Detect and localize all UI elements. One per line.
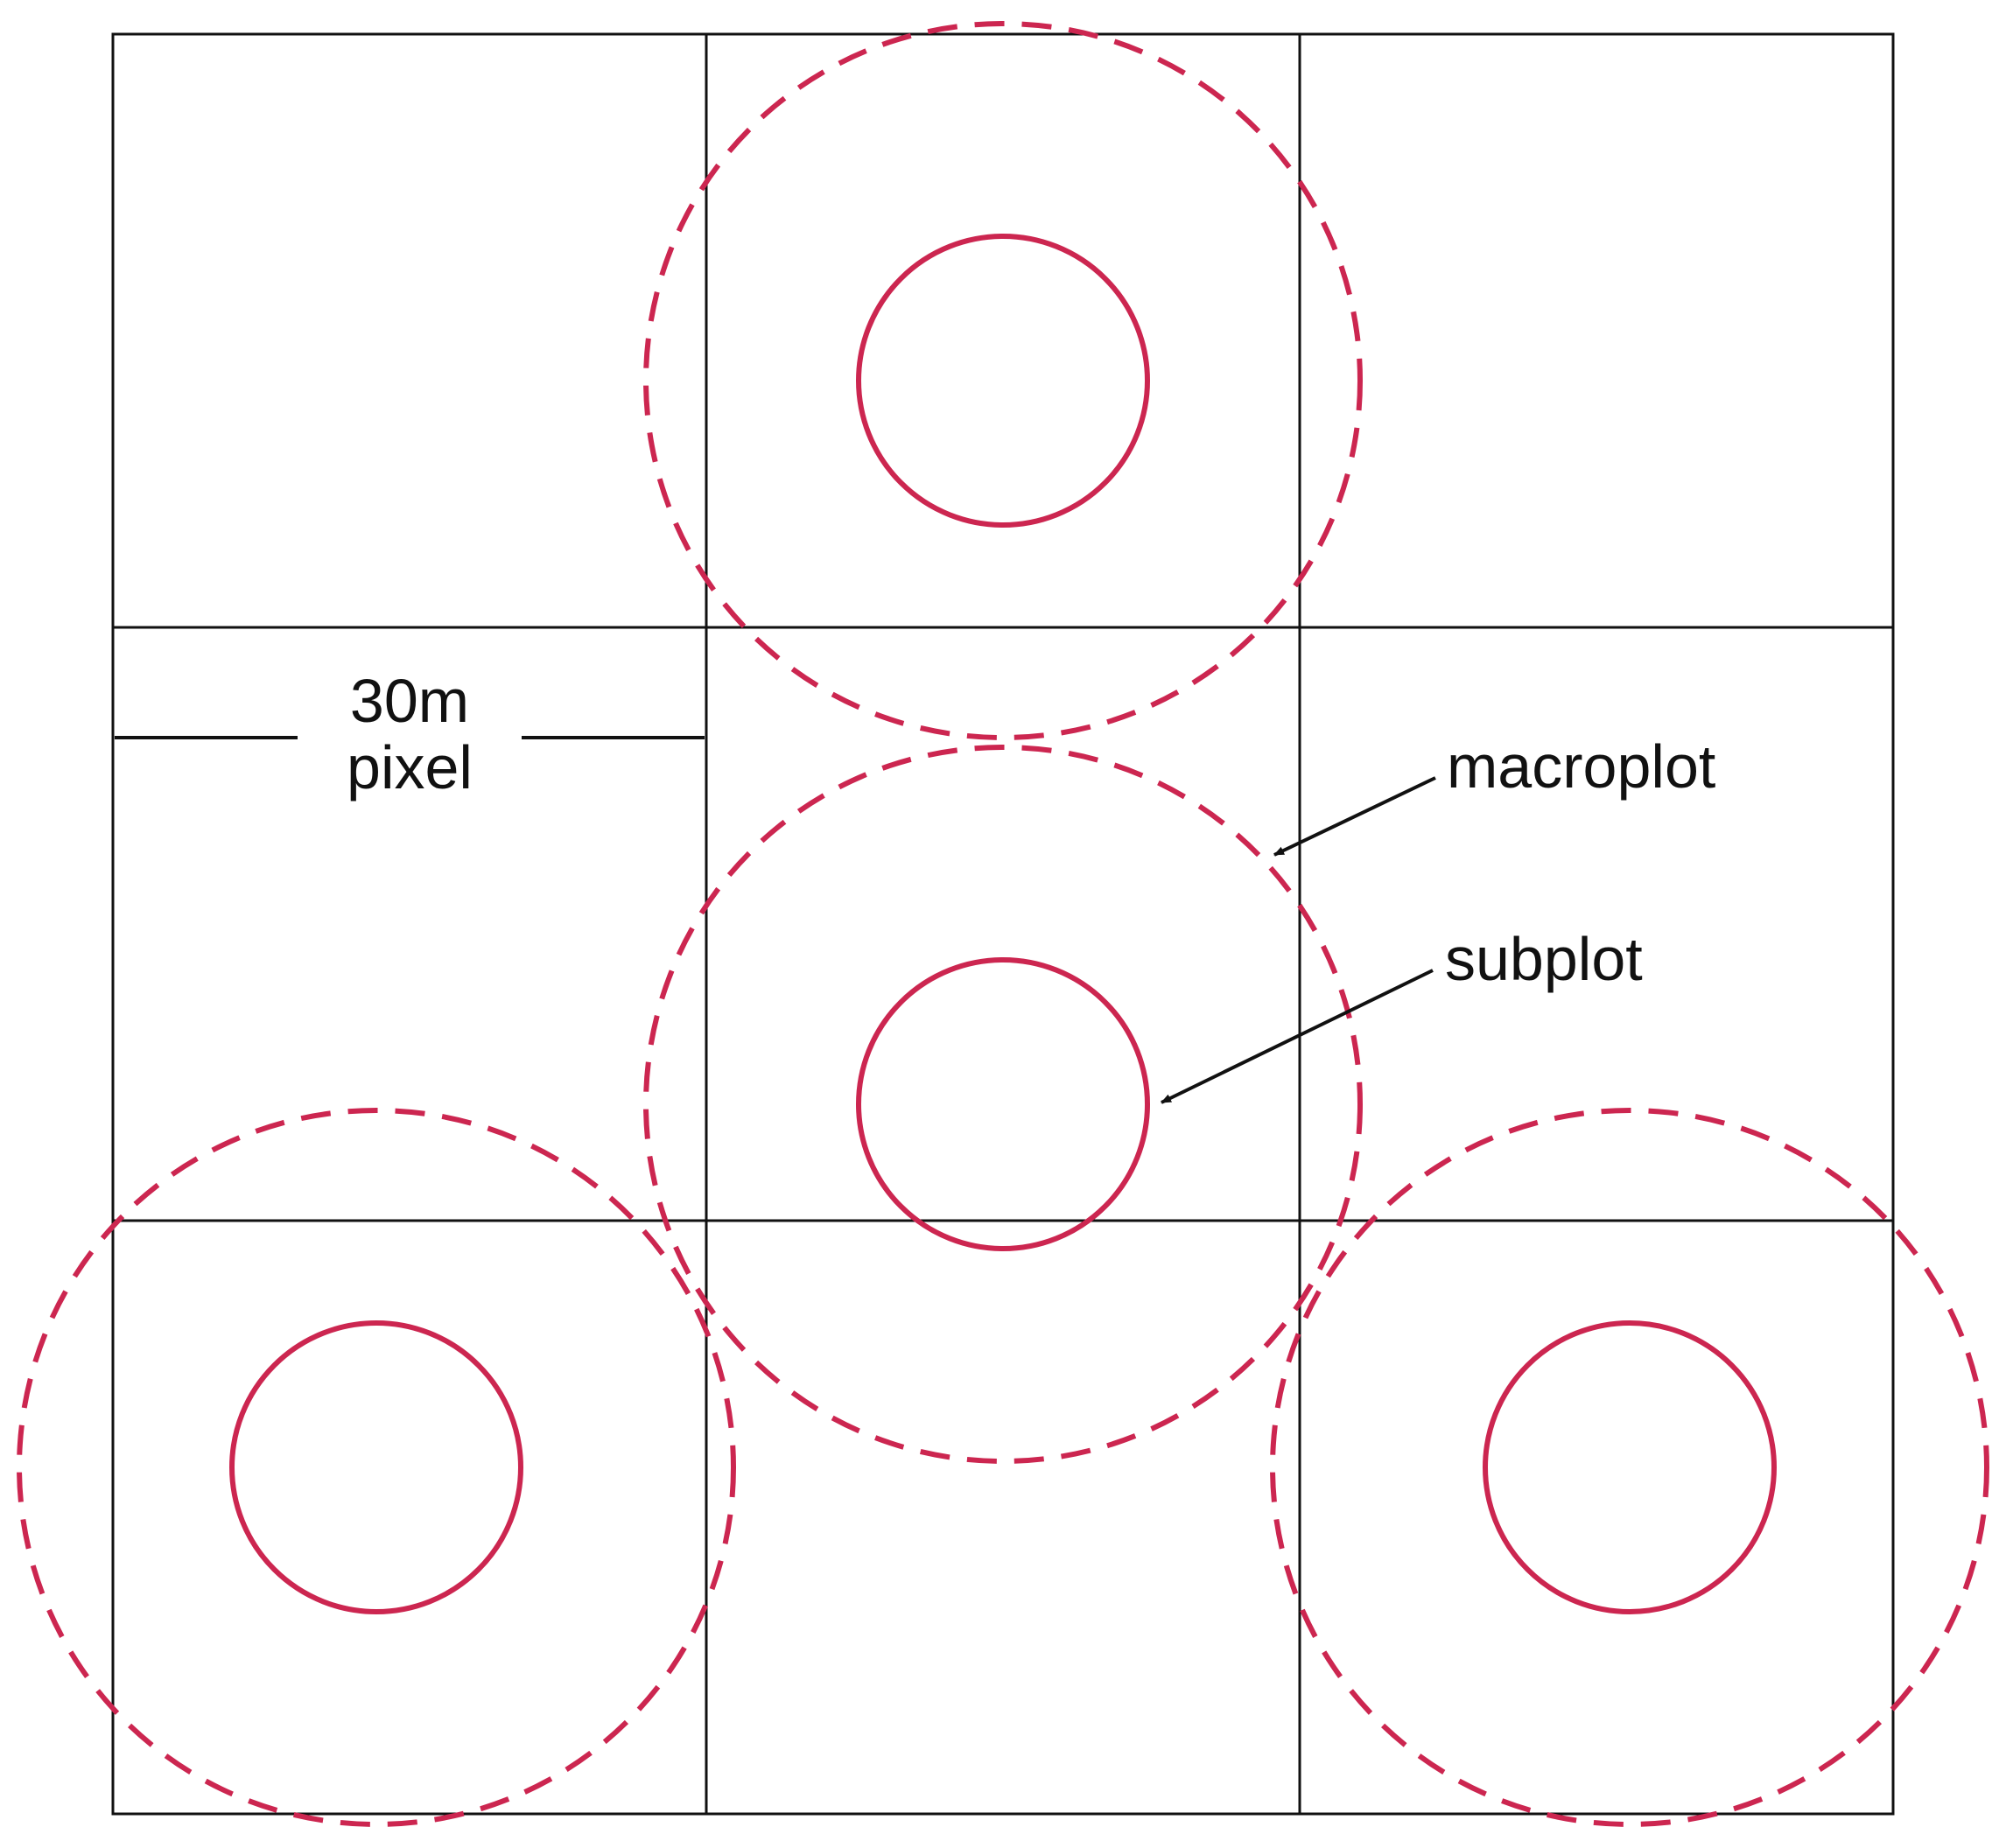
pixel-grid (111, 32, 1895, 1816)
macroplots (17, 21, 1989, 1827)
macroplot-bottom-left (17, 1108, 736, 1827)
macroplot-label: macroplot (1447, 732, 1715, 801)
scale-label-distance: 30m (350, 667, 469, 735)
macroplot-arrow (1273, 776, 1436, 857)
subplot-label: subplot (1445, 925, 1643, 993)
subplot-top (856, 234, 1150, 528)
subplots (229, 234, 1777, 1614)
subplot-arrow (1161, 969, 1434, 1104)
scale-label-unit: pixel (347, 733, 473, 802)
macroplot-center (643, 745, 1363, 1464)
grid-outline (111, 32, 1895, 1816)
subplot-bottom-left (229, 1320, 523, 1614)
scale-indicator: 30m pixel (115, 667, 705, 802)
callouts: macroplot subplot (1161, 732, 1715, 1104)
macroplot-bottom-right (1270, 1108, 1989, 1827)
macroplot-top (643, 21, 1363, 740)
subplot-bottom-right (1483, 1320, 1777, 1614)
subplot-center (856, 957, 1150, 1251)
